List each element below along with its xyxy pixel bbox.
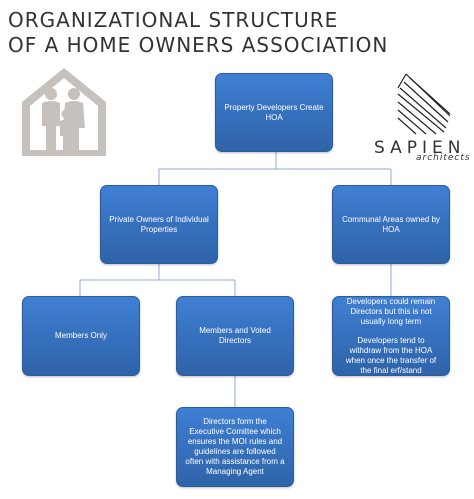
- owners-connector: [79, 264, 236, 296]
- node-developers: Developers could remain Directors but th…: [332, 296, 450, 376]
- node-developers-note-1: Developers could remain Directors but th…: [346, 296, 436, 326]
- node-owners-label: Private Owners of Individual Properties: [109, 214, 209, 234]
- striped-house-icon: [397, 73, 451, 135]
- node-root: Property Developers Create HOA: [215, 73, 333, 152]
- node-executive: Directors form the Executive Comittee wh…: [176, 407, 294, 487]
- node-owners: Private Owners of Individual Properties: [100, 185, 218, 264]
- logo-tagline: architects: [416, 153, 471, 163]
- title-line-2: OF A HOME OWNERS ASSOCIATION: [8, 33, 389, 57]
- node-members-directors-label: Members and Voted Directors: [199, 326, 271, 345]
- logo-name: SAPIEN: [374, 138, 466, 158]
- family-house-icon: [22, 68, 106, 156]
- page-title: ORGANIZATIONAL STRUCTURE OF A HOME OWNER…: [8, 8, 388, 58]
- root-connector: [158, 152, 392, 185]
- node-developers-note-2: Developers tend to withdraw from the HOA…: [345, 335, 437, 375]
- node-executive-label: Directors form the Executive Comittee wh…: [185, 417, 285, 476]
- node-members-only-label: Members Only: [54, 331, 107, 340]
- node-members-directors: Members and Voted Directors: [176, 296, 294, 376]
- node-communal: Communal Areas owned by HOA: [332, 185, 450, 264]
- node-communal-label: Communal Areas owned by HOA: [342, 214, 440, 234]
- node-root-label: Property Developers Create HOA: [224, 102, 324, 122]
- title-line-1: ORGANIZATIONAL STRUCTURE: [8, 8, 339, 32]
- node-members-only: Members Only: [22, 296, 140, 376]
